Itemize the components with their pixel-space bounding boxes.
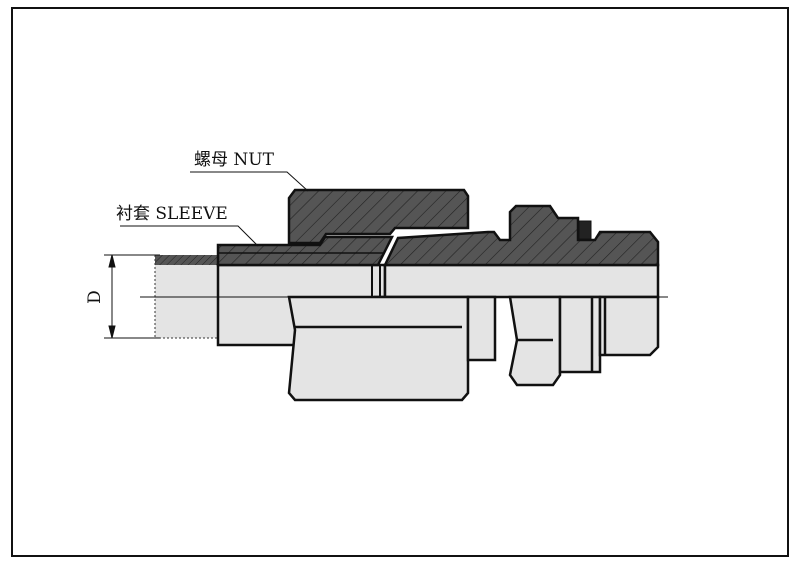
dimension-d xyxy=(104,254,160,339)
nut-label: 螺母 NUT xyxy=(194,150,275,170)
nut-leader xyxy=(190,171,309,192)
drawing-border xyxy=(11,7,789,557)
fitting-body-lower xyxy=(216,263,660,402)
sleeve-leader xyxy=(120,225,259,247)
o-ring xyxy=(578,220,592,240)
sleeve xyxy=(216,235,395,297)
fitting-body xyxy=(383,204,660,267)
sleeve-label: 衬套 SLEEVE xyxy=(116,204,228,224)
nut xyxy=(287,188,470,245)
nut-hex xyxy=(287,295,470,402)
dimension-label: D xyxy=(85,290,105,304)
